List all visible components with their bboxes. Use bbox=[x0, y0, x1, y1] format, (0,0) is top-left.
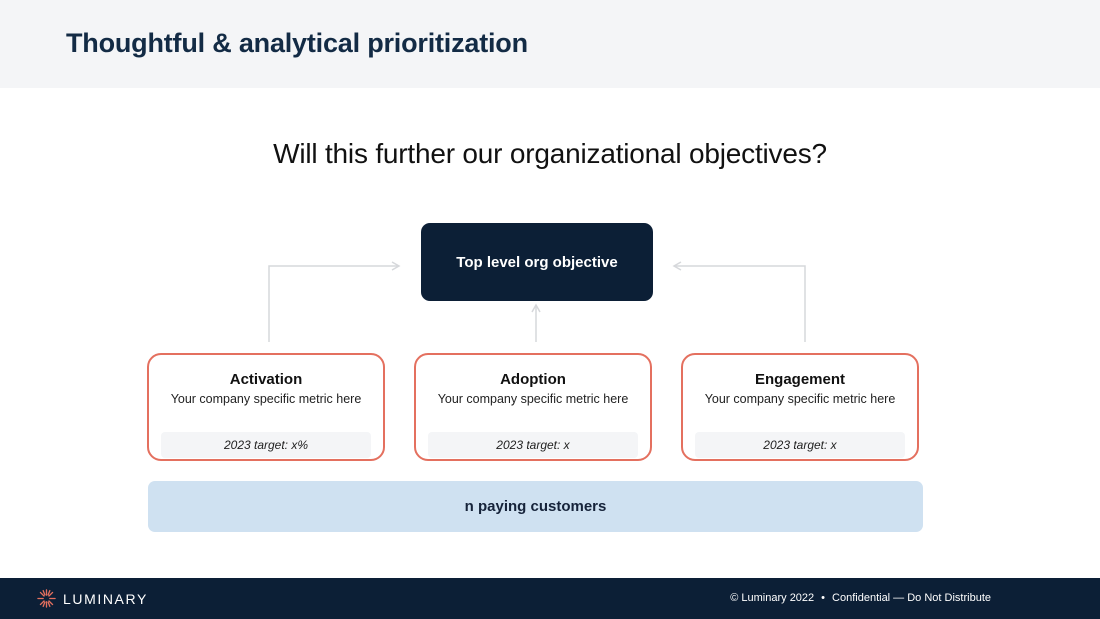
header-bar: Thoughtful & analytical prioritization bbox=[0, 0, 1100, 88]
customers-bar: n paying customers bbox=[148, 481, 923, 532]
sunburst-icon bbox=[37, 589, 56, 608]
metric-description: Your company specific metric here bbox=[170, 392, 362, 406]
top-objective-box: Top level org objective bbox=[421, 223, 653, 301]
brand-name: LUMINARY bbox=[63, 590, 148, 607]
footer-bar: LUMINARY © Luminary 2022 • Confidential … bbox=[0, 578, 1100, 619]
connector-right-arrowhead bbox=[672, 261, 682, 271]
connector-right bbox=[675, 265, 806, 342]
metric-target: 2023 target: x bbox=[695, 432, 905, 458]
metric-target: 2023 target: x bbox=[428, 432, 638, 458]
metric-title: Activation bbox=[229, 371, 303, 388]
page-title: Thoughtful & analytical prioritization bbox=[66, 28, 528, 58]
connector-left bbox=[268, 265, 398, 342]
connector-middle-arrowhead bbox=[531, 303, 541, 313]
connector-left-arrowhead bbox=[391, 261, 401, 271]
metric-title: Adoption bbox=[500, 371, 566, 388]
separator-dot: • bbox=[821, 592, 826, 604]
confidential-text: Confidential — Do Not Distribute bbox=[832, 592, 991, 604]
metric-description: Your company specific metric here bbox=[704, 392, 896, 406]
metric-card-engagement: Engagement Your company specific metric … bbox=[681, 353, 919, 461]
copyright-text: © Luminary 2022 bbox=[730, 592, 815, 604]
metric-card-adoption: Adoption Your company specific metric he… bbox=[414, 353, 652, 461]
copyright-notice: © Luminary 2022 • Confidential — Do Not … bbox=[730, 592, 991, 604]
metric-target: 2023 target: x% bbox=[161, 432, 371, 458]
brand-logo: LUMINARY bbox=[37, 589, 148, 608]
question-heading: Will this further our organizational obj… bbox=[273, 138, 827, 169]
metric-title: Engagement bbox=[754, 371, 845, 388]
metric-description: Your company specific metric here bbox=[437, 392, 629, 406]
customers-label: n paying customers bbox=[464, 498, 607, 515]
top-objective-label: Top level org objective bbox=[456, 253, 618, 271]
metric-card-activation: Activation Your company specific metric … bbox=[147, 353, 385, 461]
